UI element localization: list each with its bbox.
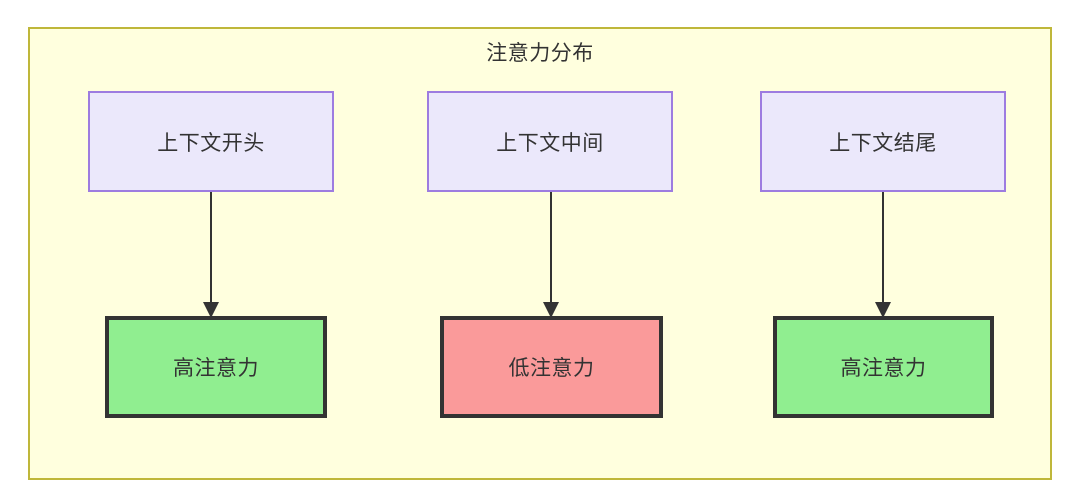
edge-middle-to-low-attention [541,192,561,318]
edge-end-to-high-attention [873,192,893,318]
arrow-down-icon [203,192,219,318]
node-context-middle[interactable]: 上下文中间 [427,91,673,192]
node-context-beginning[interactable]: 上下文开头 [88,91,334,192]
node-high-attention-beginning[interactable]: 高注意力 [105,316,327,418]
node-low-attention-middle[interactable]: 低注意力 [440,316,663,418]
subgraph-title: 注意力分布 [486,42,594,65]
arrow-down-icon [875,192,891,318]
node-high-attention-end[interactable]: 高注意力 [773,316,994,418]
edge-beginning-to-high-attention [201,192,221,318]
node-context-end[interactable]: 上下文结尾 [760,91,1006,192]
arrow-down-icon [543,192,559,318]
